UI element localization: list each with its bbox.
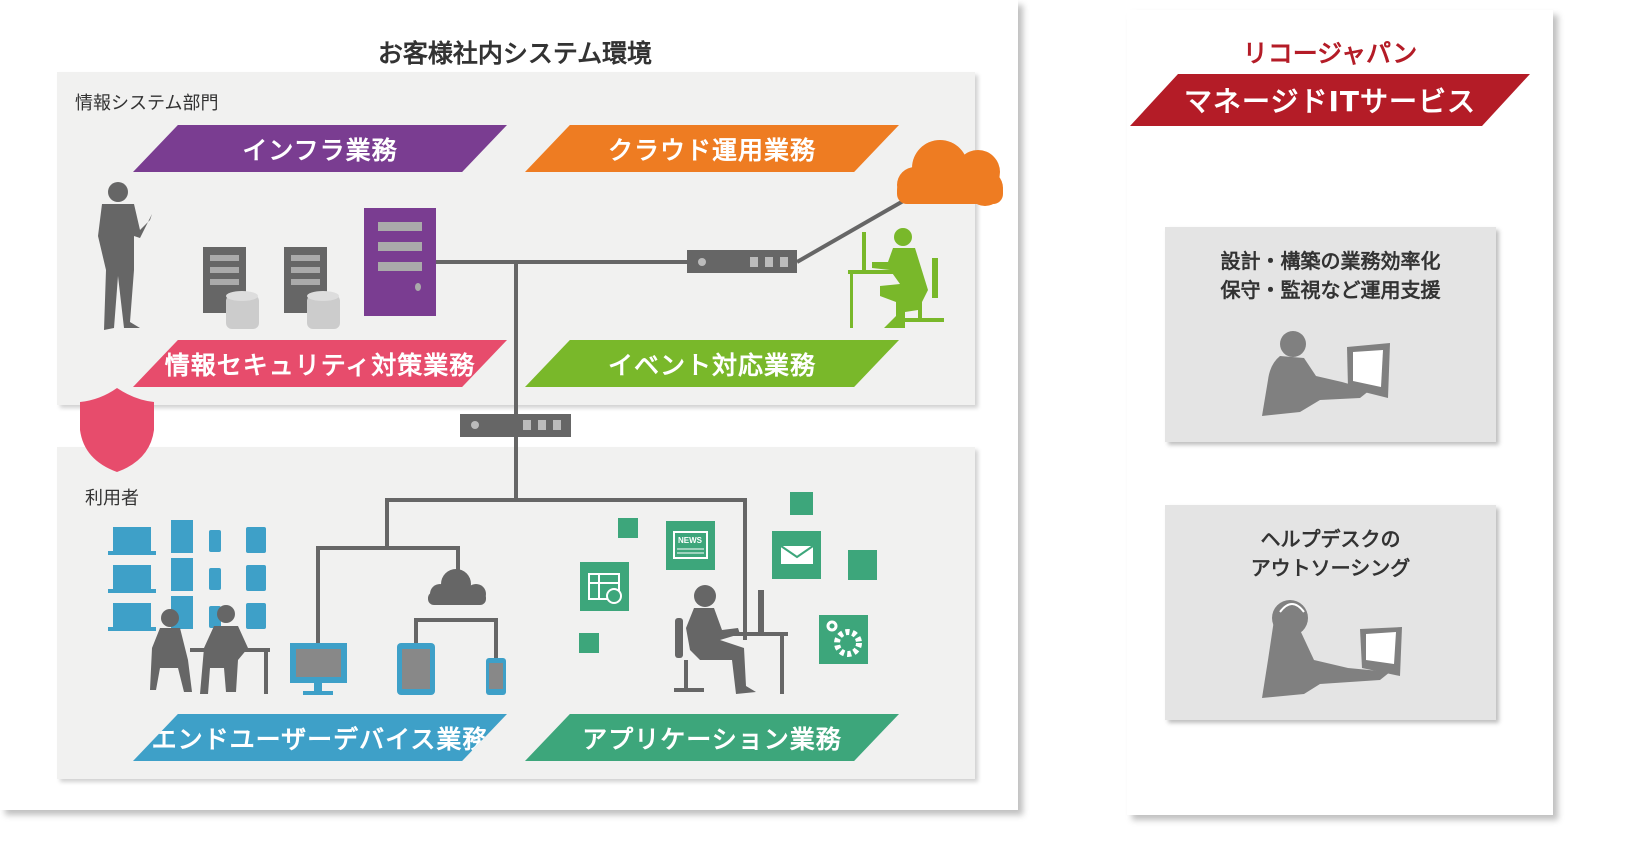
infra-banner: インフラ業務: [133, 125, 507, 172]
customer-environment-title: お客様社内システム環境: [377, 39, 653, 68]
service-text-line: 保守・監視など運用支援: [1220, 278, 1441, 302]
shield-icon: [80, 388, 154, 472]
person-at-computer-icon: [674, 585, 788, 694]
service-text-line: 設計・構築の業務効率化: [1220, 249, 1441, 273]
it-department-label: 情報システム部門: [75, 93, 219, 114]
service-text-line: アウトソーシング: [1250, 556, 1411, 580]
server-icon: [203, 247, 259, 329]
server-icon: [284, 247, 340, 329]
main-server-icon: [364, 208, 436, 316]
calendar-icon: [580, 562, 629, 611]
cloud-icon: [428, 569, 486, 605]
news-icon: NEWS: [666, 521, 715, 570]
application-banner: アプリケーション業務: [525, 714, 899, 761]
smartphone-icon: [486, 658, 506, 695]
desktop-monitor-icon: [290, 643, 347, 695]
mail-icon: [772, 531, 821, 579]
gear-icon: [819, 615, 868, 664]
network-switch-icon: [687, 250, 797, 273]
end-user-device-banner: エンドユーザーデバイス業務: [133, 714, 507, 761]
user-devices-icons: [108, 520, 266, 631]
news-icon-text: NEWS: [678, 536, 703, 545]
security-banner: 情報セキュリティ対策業務: [133, 340, 507, 387]
users-at-desk-icon: [150, 605, 270, 694]
service-text-line: ヘルプデスクの: [1260, 527, 1401, 551]
cloud-ops-banner: クラウド運用業務: [525, 125, 899, 172]
service-box-helpdesk: ヘルプデスクの アウトソーシング: [1165, 505, 1496, 720]
users-label: 利用者: [85, 488, 139, 509]
network-lines: [316, 198, 906, 660]
network-switch-icon: [460, 414, 571, 437]
operator-at-desk-icon: [848, 228, 944, 328]
event-banner: イベント対応業務: [525, 340, 899, 387]
ricoh-company-label: リコージャパン: [1242, 39, 1418, 68]
application-tiles: [579, 492, 877, 653]
standing-person-icon: [98, 182, 152, 330]
tablet-icon: [397, 643, 435, 695]
service-box-design-ops: 設計・構築の業務効率化 保守・監視など運用支援: [1165, 227, 1496, 442]
cloud-icon: [897, 140, 1003, 206]
managed-it-service-banner: マネージドITサービス: [1130, 74, 1530, 126]
